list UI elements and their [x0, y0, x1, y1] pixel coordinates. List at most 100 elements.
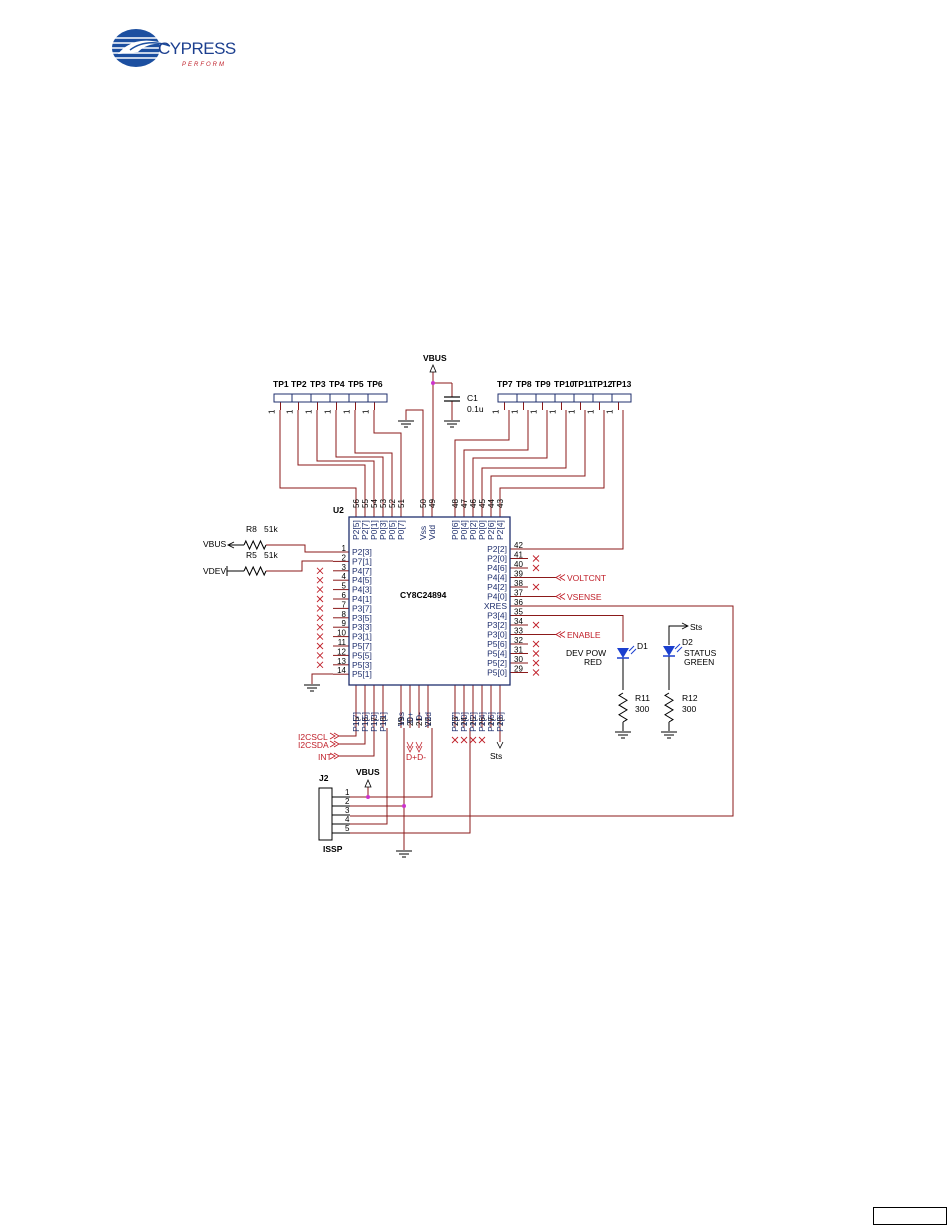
vsense-port-icon: [555, 593, 566, 600]
page-number-box: [873, 1207, 947, 1225]
ic-pin-number: 44: [487, 499, 496, 508]
ic-pin-name: P3[1]: [352, 632, 372, 642]
ic-pin-number: 19: [397, 717, 406, 726]
ic-pin-number: 41: [514, 551, 523, 560]
no-connect-stroke: [316, 614, 324, 622]
sts-top-label: Sts: [690, 622, 702, 632]
ic-pin-number: 43: [496, 499, 505, 508]
no-connect-stroke: [532, 621, 540, 629]
ic-pin-number: 50: [419, 499, 428, 508]
ic-pin-name: P3[0]: [487, 630, 507, 640]
ic-pin-name: Vdd: [423, 712, 433, 727]
port-chevron: [329, 732, 336, 740]
ic-pin-name: P1[5]: [360, 712, 370, 732]
r5-net-label: VDEV: [203, 566, 226, 576]
ic-pin-number: 36: [514, 598, 523, 607]
no-connect-mark: [451, 736, 459, 744]
junction-dot: [402, 804, 406, 808]
ic-pin-number: 3: [342, 563, 347, 572]
test-point-pad: [348, 393, 369, 403]
no-connect-mark: [316, 595, 324, 603]
led-ray: [630, 648, 637, 655]
ic-pin-name: P1[6]: [486, 712, 496, 732]
voltcnt-label: VOLTCNT: [567, 573, 606, 583]
ic-pin-name: P5[7]: [352, 641, 372, 651]
test-point-pin: 1: [343, 409, 352, 414]
ic-pin-name: P5[5]: [352, 650, 372, 660]
no-connect-stroke: [532, 669, 540, 676]
r8-ref: R8: [246, 524, 257, 534]
ic-pin-name: P2[6]: [486, 520, 496, 540]
no-connect-mark: [316, 661, 324, 669]
ic-pin-number: 7: [342, 600, 347, 609]
test-point-ref: TP4: [329, 379, 345, 389]
no-connect-stroke: [532, 659, 540, 667]
ic-pin-number: 10: [337, 629, 346, 638]
no-connect-stroke: [316, 661, 324, 669]
tp-route-wire: [373, 410, 402, 500]
r11-ground-icon: [615, 731, 631, 739]
ic-pin-number: 54: [370, 499, 379, 508]
vsense-label: VSENSE: [567, 592, 602, 602]
power-arrow-icon: [429, 363, 437, 373]
i2cscl-port-icon: [329, 732, 340, 740]
no-connect-stroke: [532, 555, 540, 562]
ic-u2-body: [348, 516, 511, 686]
no-connect-stroke: [316, 605, 324, 612]
ic-pin-name: P2[5]: [351, 520, 361, 540]
port-chevron: [555, 631, 562, 638]
test-point-pad: [573, 393, 594, 403]
tp-route-wire: [454, 410, 510, 500]
port-chevron: [559, 631, 566, 638]
c1-value: 0.1u: [467, 404, 484, 414]
tp-route-wire: [279, 410, 357, 500]
test-point-ref: TP9: [535, 379, 551, 389]
no-connect-stroke: [532, 583, 540, 591]
xres-route-wire: [350, 605, 734, 817]
tp-route-wire: [354, 410, 393, 500]
test-point-pad: [516, 393, 537, 403]
j2-name: ISSP: [323, 844, 343, 854]
test-point-ref: TP11: [573, 379, 593, 389]
ic-pin-name: P1[0]: [459, 712, 469, 732]
ic-pin-number: 1: [342, 544, 347, 553]
ic-pin-number: 14: [337, 666, 346, 675]
test-point-pad: [611, 393, 632, 403]
ic-pin-name: Vss: [418, 526, 428, 540]
ic-pin-name: P4[2]: [487, 582, 507, 592]
ic-pin-number: 26: [478, 717, 487, 726]
sts-port-arrow-icon: [681, 622, 689, 630]
no-connect-mark: [316, 642, 324, 650]
dplus-dminus-label: D+D-: [406, 752, 426, 762]
ic-pin-name: P0[4]: [459, 520, 469, 540]
ic-pin-number: 33: [514, 627, 523, 636]
port-chevron: [333, 740, 340, 748]
cypress-tagline: PERFORM: [182, 62, 226, 68]
dminus-port-icon: [415, 741, 423, 753]
test-point-pad: [310, 393, 331, 403]
test-point-pin: 1: [362, 409, 371, 414]
test-point-pad: [329, 393, 350, 403]
tp-route-wire: [335, 410, 384, 500]
tp-route-wire: [499, 410, 605, 500]
ic-pin-name: P4[5]: [352, 575, 372, 585]
j2-pin4-wire: [350, 728, 388, 825]
test-point-pin: 1: [587, 409, 596, 414]
ic-pin-name: P0[6]: [450, 520, 460, 540]
ic-pin-name: D+: [405, 712, 415, 723]
no-connect-stroke: [316, 567, 324, 575]
test-point-ref: TP13: [611, 379, 632, 389]
i2csda-label: I2CSDA: [298, 740, 329, 750]
ic-pin-name: P3[2]: [487, 620, 507, 630]
ic-pin-name: P1[1]: [378, 712, 388, 732]
no-connect-stroke: [316, 595, 324, 603]
int-label: INT: [318, 752, 332, 762]
tp-route-wire: [490, 410, 586, 500]
d1-name: DEV POW: [566, 648, 606, 658]
ic-u2-part-number: CY8C24894: [400, 590, 447, 600]
no-connect-mark: [532, 669, 540, 676]
ic-pin-name: P0[5]: [387, 520, 397, 540]
r11-value: 300: [635, 704, 649, 714]
no-connect-stroke: [532, 650, 540, 657]
